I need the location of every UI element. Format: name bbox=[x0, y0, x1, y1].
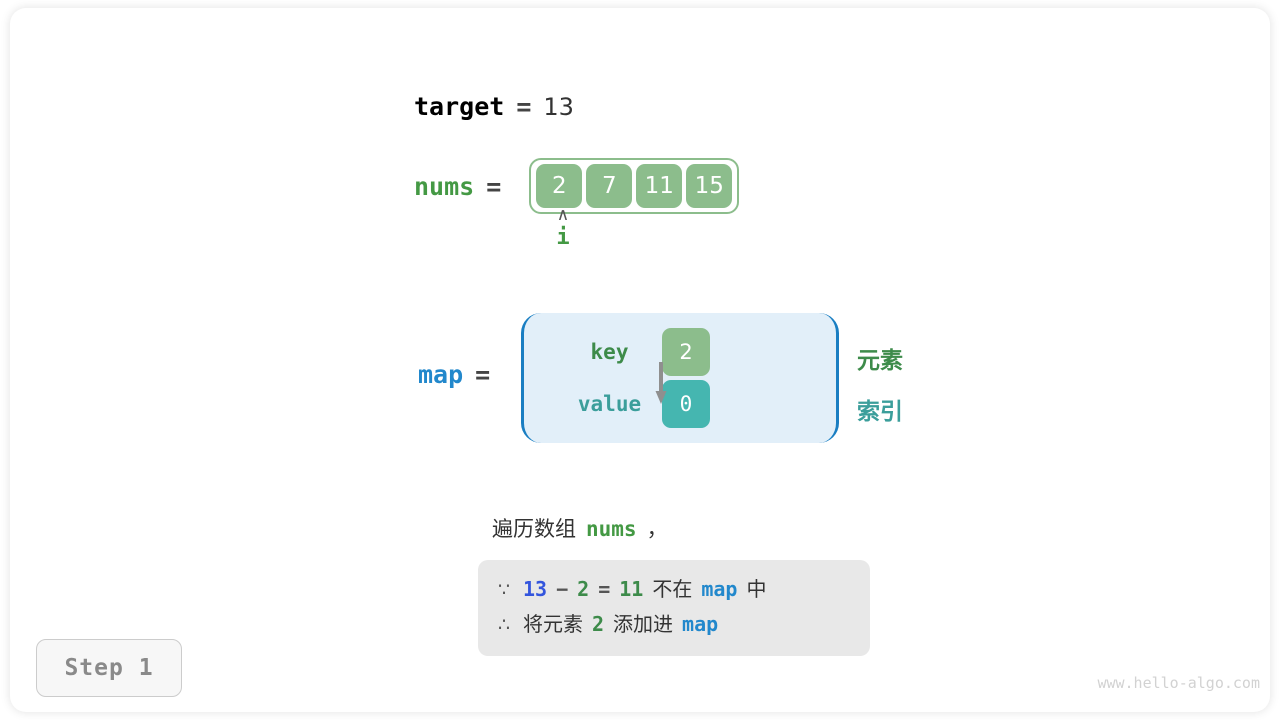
nums-variable-row: nums = 2 7 11 15 bbox=[414, 158, 740, 214]
map-container: key 2 value 0 bbox=[521, 313, 839, 443]
caption-line: 遍历数组 nums ， bbox=[492, 513, 668, 543]
step-badge: Step 1 bbox=[36, 639, 182, 697]
explanation-added-num: 2 bbox=[592, 612, 605, 636]
because-symbol-icon: ∵ bbox=[498, 579, 511, 601]
explanation-line-because: ∵ 13 − 2 = 11 不在 map 中 bbox=[498, 572, 850, 607]
explanation-keyword-map: map bbox=[682, 612, 719, 636]
map-equals-sign: = bbox=[475, 360, 491, 389]
therefore-symbol-icon: ∴ bbox=[498, 614, 511, 636]
caret-up-icon: ∧ bbox=[556, 205, 570, 225]
array-cell: 7 bbox=[586, 164, 633, 208]
map-key-label: key bbox=[590, 340, 629, 364]
explanation-keyword-map: map bbox=[701, 577, 738, 601]
target-variable-name: target bbox=[414, 92, 505, 121]
map-variable-name: map bbox=[418, 360, 464, 389]
map-key-cell: 2 bbox=[662, 328, 710, 376]
explanation-line-therefore: ∴ 将元素 2 添加进 map bbox=[498, 607, 850, 642]
watermark: www.hello-algo.com bbox=[1097, 674, 1260, 692]
target-variable-row: target = 13 bbox=[414, 92, 574, 121]
explanation-text-not-in: 不在 bbox=[652, 577, 693, 601]
caption-prefix: 遍历数组 bbox=[492, 517, 576, 541]
caption-suffix: ， bbox=[646, 517, 668, 541]
nums-equals-sign: = bbox=[486, 171, 502, 201]
map-value-label: value bbox=[577, 392, 642, 416]
caption-keyword-nums: nums bbox=[586, 517, 637, 541]
explanation-equals-operator: = bbox=[598, 577, 611, 601]
legend-index: 索引 bbox=[857, 399, 903, 425]
array-cell: 2 bbox=[536, 164, 583, 208]
index-pointer-label: i bbox=[556, 225, 570, 250]
array-cell: 11 bbox=[636, 164, 683, 208]
explanation-current-num: 2 bbox=[577, 577, 590, 601]
target-value: 13 bbox=[543, 93, 574, 121]
target-equals-sign: = bbox=[516, 92, 532, 121]
explanation-target-value: 13 bbox=[523, 577, 548, 601]
map-variable-row: map = bbox=[418, 360, 490, 389]
explanation-text-add-element: 将元素 bbox=[523, 612, 583, 636]
explanation-box: ∵ 13 − 2 = 11 不在 map 中 ∴ 将元素 2 添加进 map bbox=[478, 560, 870, 656]
key-to-value-arrow-icon bbox=[655, 362, 667, 404]
array-container: 2 7 11 15 bbox=[529, 158, 740, 214]
nums-variable-name: nums bbox=[414, 171, 475, 201]
map-value-cell: 0 bbox=[662, 380, 710, 428]
explanation-minus-operator: − bbox=[556, 577, 569, 601]
array-cell: 15 bbox=[686, 164, 733, 208]
explanation-complement-value: 11 bbox=[619, 577, 644, 601]
map-key-row: key 2 bbox=[557, 326, 710, 378]
map-value-row: value 0 bbox=[557, 378, 710, 430]
index-pointer-group: ∧ i bbox=[540, 206, 586, 252]
explanation-text-in: 中 bbox=[746, 577, 767, 601]
explanation-text-add-into: 添加进 bbox=[613, 612, 674, 636]
legend-element: 元素 bbox=[857, 348, 903, 374]
